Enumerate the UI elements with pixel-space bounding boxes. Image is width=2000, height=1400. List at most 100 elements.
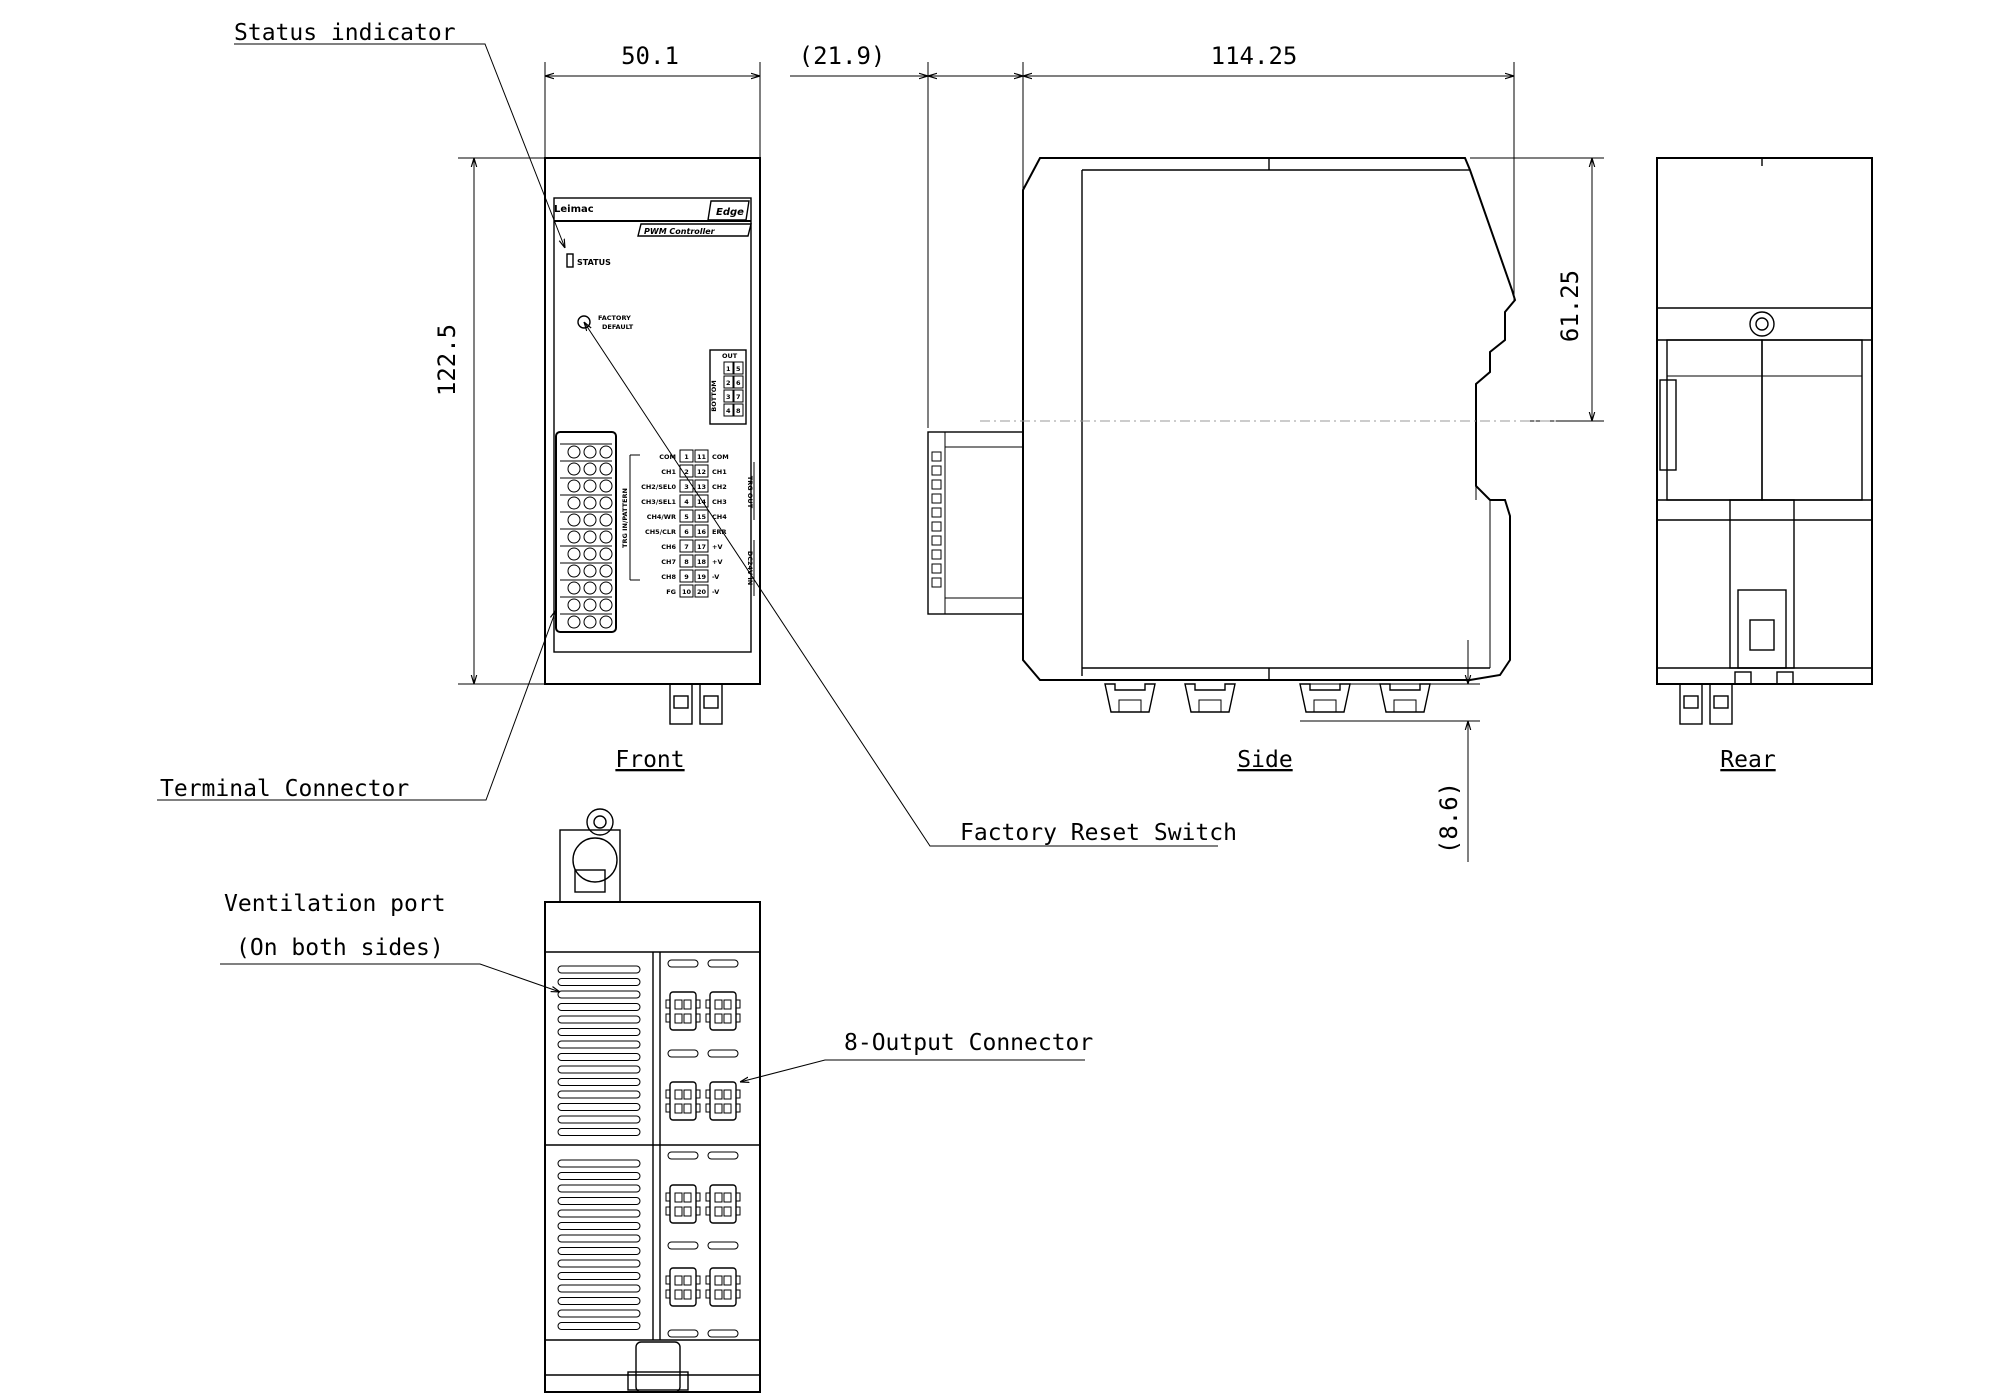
vent-slot bbox=[557, 1065, 641, 1074]
pin-box bbox=[694, 569, 709, 583]
pin-left-label: FG bbox=[666, 588, 676, 596]
vent-slot bbox=[557, 1040, 641, 1049]
pin-box bbox=[679, 479, 694, 493]
vent-slot bbox=[557, 1284, 641, 1293]
pin-left-label: COM bbox=[659, 453, 676, 461]
pin-box bbox=[694, 479, 709, 493]
vent-slot bbox=[557, 965, 641, 974]
pin-number: 3 bbox=[684, 483, 689, 491]
terminal-screw bbox=[567, 547, 581, 561]
dim-width-front: 50.1 bbox=[544, 42, 761, 158]
vent-slot bbox=[557, 978, 641, 986]
output-connector[interactable] bbox=[705, 1184, 741, 1224]
svg-text:BOTTOM: BOTTOM bbox=[710, 380, 718, 412]
side-view-title: Side bbox=[1237, 747, 1292, 773]
terminal-screw bbox=[599, 598, 613, 612]
pin-box bbox=[679, 569, 694, 583]
dim-depth-side: 114.25 bbox=[1023, 42, 1515, 300]
pin-number: 5 bbox=[684, 513, 689, 521]
output-connector-label: 8-Output Connector bbox=[844, 1030, 1093, 1056]
status-led bbox=[566, 253, 574, 268]
pin-right-label: +V bbox=[712, 558, 722, 566]
pin-box bbox=[694, 464, 709, 478]
terminal-screw bbox=[583, 462, 597, 476]
vent-slot bbox=[557, 1322, 641, 1330]
series-badge: Edge bbox=[707, 200, 750, 221]
terminal-screw bbox=[567, 496, 581, 510]
ventilation-port-label-1: Ventilation port bbox=[224, 891, 446, 917]
terminal-screw bbox=[583, 547, 597, 561]
factory-text-1: FACTORY bbox=[598, 314, 631, 322]
vent-slot bbox=[557, 1259, 641, 1268]
terminal-screw bbox=[567, 479, 581, 493]
callout-status-indicator: Status indicator bbox=[234, 20, 565, 248]
vent-slot bbox=[557, 1272, 641, 1280]
pin-number: 8 bbox=[684, 558, 689, 566]
width-front-value: 50.1 bbox=[621, 42, 679, 70]
pin-box bbox=[679, 449, 694, 463]
pin-box bbox=[679, 554, 694, 568]
output-connector[interactable] bbox=[705, 1081, 741, 1121]
pin-box bbox=[679, 494, 694, 508]
out-pin-box bbox=[733, 375, 744, 389]
terminal-screw bbox=[599, 513, 613, 527]
out-pin-box bbox=[723, 389, 734, 403]
trg-out-label: TRG OUT bbox=[746, 476, 754, 509]
pin-number: 9 bbox=[684, 573, 689, 581]
terminal-connector[interactable] bbox=[555, 431, 617, 633]
pin-number: 2 bbox=[684, 468, 689, 476]
terminal-screw bbox=[567, 445, 581, 459]
height-front-value: 122.5 bbox=[433, 324, 461, 396]
output-connector[interactable] bbox=[665, 1081, 701, 1121]
out-pin-number: 3 bbox=[726, 393, 731, 401]
pin-right-label: -V bbox=[712, 573, 719, 581]
depth-offset-value: (21.9) bbox=[799, 42, 886, 70]
depth-side-value: 114.25 bbox=[1211, 42, 1298, 70]
callout-output-connector: 8-Output Connector bbox=[740, 1030, 1093, 1082]
output-connector[interactable] bbox=[665, 1184, 701, 1224]
trg-in-pattern-label: TRG IN/PATTERN bbox=[621, 488, 629, 548]
pin-number: 20 bbox=[697, 588, 707, 596]
vent-slot bbox=[557, 1172, 641, 1180]
rail-height-value: 61.25 bbox=[1556, 270, 1584, 342]
ventilation-port-label-2: (On both sides) bbox=[236, 935, 444, 961]
out-pin-number: 7 bbox=[736, 393, 741, 401]
pin-right-label: ERR bbox=[712, 528, 726, 536]
output-connector[interactable] bbox=[665, 991, 701, 1031]
pin-left-label: CH6 bbox=[661, 543, 676, 551]
pin-box bbox=[694, 554, 709, 568]
vent-slot bbox=[557, 1128, 641, 1136]
output-connector[interactable] bbox=[705, 991, 741, 1031]
connector-drop-value: (8.6) bbox=[1435, 782, 1463, 854]
terminal-screw bbox=[567, 581, 581, 595]
pin-box bbox=[679, 539, 694, 553]
factory-reset-button[interactable] bbox=[577, 315, 591, 329]
terminal-screw bbox=[567, 564, 581, 578]
status-indicator-label: Status indicator bbox=[234, 20, 456, 46]
terminal-screw bbox=[583, 513, 597, 527]
pin-right-label: -V bbox=[712, 588, 719, 596]
pin-right-label: +V bbox=[712, 543, 722, 551]
callout-ventilation-port: Ventilation port (On both sides) bbox=[220, 891, 560, 992]
pin-number: 16 bbox=[697, 528, 707, 536]
vent-slot bbox=[557, 1028, 641, 1036]
terminal-screw bbox=[599, 581, 613, 595]
svg-text:OUT: OUT bbox=[722, 352, 738, 360]
pin-left-label: CH7 bbox=[661, 558, 676, 566]
pin-right-label: CH3 bbox=[712, 498, 727, 506]
front-view-title: Front bbox=[615, 747, 684, 773]
output-connector[interactable] bbox=[705, 1267, 741, 1307]
pin-number: 14 bbox=[697, 498, 707, 506]
pin-number: 18 bbox=[697, 558, 707, 566]
pin-number: 13 bbox=[697, 483, 706, 491]
terminal-screw bbox=[567, 462, 581, 476]
output-connector[interactable] bbox=[665, 1267, 701, 1307]
front-view: Leimac Edge PWM Controller STATUS FACTOR… bbox=[544, 157, 761, 725]
vent-slot bbox=[557, 1159, 641, 1168]
out-pin-number: 5 bbox=[736, 365, 741, 373]
terminal-screw bbox=[599, 462, 613, 476]
pin-number: 1 bbox=[684, 453, 689, 461]
vent-slot bbox=[557, 1247, 641, 1255]
